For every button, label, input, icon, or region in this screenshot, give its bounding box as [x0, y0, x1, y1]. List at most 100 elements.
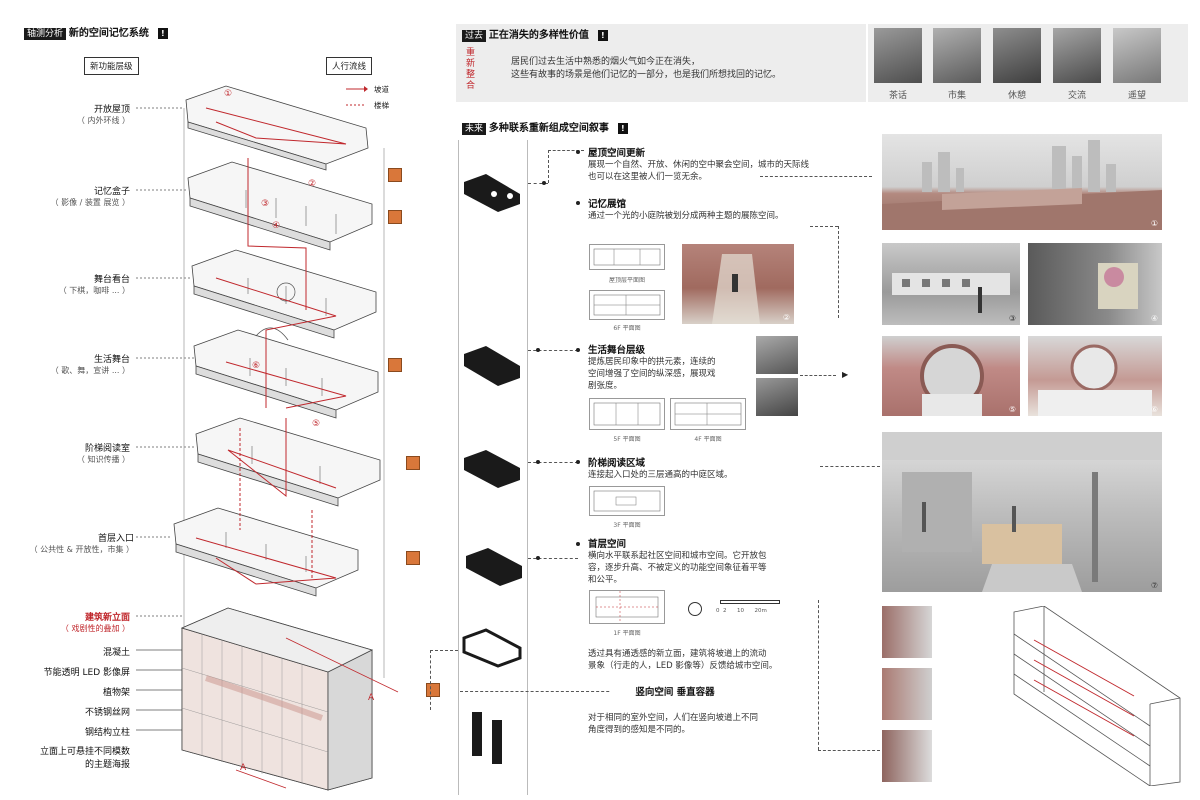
future-title: 多种联系重新组成空间叙事 — [488, 123, 609, 134]
render-3-num: ③ — [1008, 314, 1016, 323]
plan-5f-caption: 5F 平面图 — [613, 436, 641, 443]
level-label-memory: 记忆盒子 （ 影像 / 装置 展览 ） — [50, 187, 130, 207]
render-6: ⑥ — [1028, 336, 1162, 416]
north-arrow-icon — [688, 602, 702, 616]
section-drawing — [1013, 606, 1181, 786]
photo-stage-1 — [756, 336, 798, 374]
bullet-reading — [576, 460, 580, 464]
vertical-body: 对于相同的室外空间，人们在竖向坡道上不同 角度得到的感知是不同的。 — [588, 713, 759, 735]
flow-num-4: ④ — [272, 221, 280, 231]
view-icon-4 — [406, 456, 420, 470]
section-reading: 阶梯阅读区域 连接起入口处的三层通高的中庭区域。 — [588, 458, 733, 480]
caption-chat: 交流 — [1067, 91, 1086, 101]
connector-memory — [810, 226, 838, 227]
connector-vrenders-h — [818, 750, 880, 751]
past-vertical-label: 重 新 整 合 — [466, 48, 476, 91]
header: 轴测分析 新的空间记忆系统 ! — [24, 24, 168, 40]
facade-items: 混凝土 节能透明 LED 影像屏 植物架 不锈钢丝网 钢结构立柱 立面上可悬挂不… — [39, 648, 130, 770]
section-mark-a1: A — [368, 693, 375, 703]
section-mark-a2: A — [240, 763, 247, 773]
col-left-label: 新功能层级 — [84, 57, 139, 75]
level-label-stand: 舞台看台 （ 下棋，咖啡 ... ） — [58, 275, 130, 295]
past-tag: 过去 — [462, 30, 487, 42]
photo-gaze — [1113, 28, 1161, 83]
header-bang: ! — [157, 28, 168, 39]
flow-num-2: ② — [308, 179, 316, 189]
flow-num-1: ① — [224, 89, 232, 99]
connector-2 — [528, 350, 578, 351]
legend-ramp: 坡道 — [374, 84, 389, 94]
render-3: ③ — [882, 243, 1020, 325]
future-bang: ! — [617, 123, 628, 134]
connector-facade-h — [430, 650, 458, 651]
flow-num-6: ⑥ — [252, 361, 260, 371]
view-icon-6 — [426, 683, 440, 697]
connector-vrenders-v — [818, 600, 819, 750]
render-5: ⑤ — [882, 336, 1020, 416]
connector-memory-v — [838, 226, 839, 318]
plan-4f-caption: 4F 平面图 — [694, 436, 722, 443]
connector-reading — [820, 466, 880, 467]
bullet-ground — [576, 542, 580, 546]
flow-num-5: ⑤ — [312, 419, 320, 429]
section-roof: 屋顶空间更新 展现一个自然、开放、休闲的空中聚会空间，城市的天际线 也可以在这里… — [588, 148, 810, 182]
connector-facade-v — [430, 650, 431, 710]
plan-6f-caption: 6F 平面图 — [613, 325, 641, 332]
past-header: 过去 正在消失的多样性价值 ! — [462, 26, 608, 42]
caption-market: 市集 — [947, 91, 966, 101]
bullet-memory — [576, 201, 580, 205]
render-1-num: ① — [1150, 219, 1158, 228]
plan-1f-caption: 1F 平面图 — [613, 630, 641, 637]
view-icon-5 — [406, 551, 420, 565]
level-label-stage: 生活舞台 （ 歌、舞，宣讲 ... ） — [50, 355, 130, 375]
exploded-axonometric: ① ② ③ ④ ⑥ ⑤ A A — [136, 85, 399, 791]
past-text: 居民们过去生活中熟悉的烟火气如今正在消失， 这些有故事的场景是他们记忆的一部分，… — [511, 57, 782, 80]
render-vertical-3 — [882, 730, 932, 782]
col-right-label: 人行流线 — [326, 57, 373, 75]
header-tag: 轴测分析 — [24, 28, 67, 40]
flow-num-3: ③ — [261, 199, 269, 209]
past-band — [456, 24, 866, 102]
photo-stage-2 — [756, 378, 798, 416]
bullet-roof — [576, 150, 580, 154]
connector-dot-2 — [536, 348, 540, 352]
future-header: 未来 多种联系重新组成空间叙事 ! — [462, 119, 628, 135]
section-stage: 生活舞台层级 提炼居民印象中的拱元素，连续的 空间增强了空间的纵深感，展现戏 剧… — [588, 345, 716, 391]
ramp-legend-icon — [346, 86, 368, 92]
connector-4 — [528, 558, 578, 559]
connector-vertical — [460, 691, 700, 692]
render-7: ⑦ — [882, 432, 1162, 592]
connector-dot-3 — [536, 460, 540, 464]
view-icon-3 — [388, 358, 402, 372]
photo-chat — [1053, 28, 1101, 83]
connector-v1 — [548, 150, 549, 183]
render-6-num: ⑥ — [1150, 405, 1158, 414]
photo-market — [933, 28, 981, 83]
facade-text: 透过具有通透感的新立面，建筑将坡道上的流动 景象（行走的人，LED 影像等）反馈… — [588, 649, 778, 671]
connector-dot-1 — [542, 181, 546, 185]
plan-roof — [589, 244, 665, 270]
legend-stair: 楼梯 — [374, 100, 389, 110]
scale-bar-label: 0 2 10 20m — [716, 608, 767, 614]
header-title: 新的空间记忆系统 — [68, 28, 149, 39]
past-bang: ! — [597, 30, 608, 41]
plan-3f — [589, 486, 665, 516]
photo-rest — [993, 28, 1041, 83]
connector-stage — [800, 375, 836, 376]
scale-bar — [720, 600, 780, 604]
stair-legend-icon — [346, 104, 366, 106]
level-label-roof: 开放屋顶 （ 内外环线 ） — [76, 105, 130, 125]
caption-tea: 茶话 — [888, 91, 907, 101]
caption-gaze: 遥望 — [1127, 91, 1146, 101]
connector-dot-4 — [536, 556, 540, 560]
flow-legend: 坡道 楼梯 — [346, 83, 426, 111]
render-4-num: ④ — [1150, 314, 1158, 323]
vertical-title: 竖向空间 垂直容器 — [610, 684, 740, 698]
connector-roof — [760, 176, 872, 177]
render-vertical-1 — [882, 606, 932, 658]
plan-roof-caption: 屋顶层平面图 — [608, 277, 645, 284]
render-1: ① — [882, 134, 1162, 230]
render-4: ④ — [1028, 243, 1162, 325]
connector-1 — [528, 183, 548, 184]
plan-4f — [670, 398, 746, 430]
